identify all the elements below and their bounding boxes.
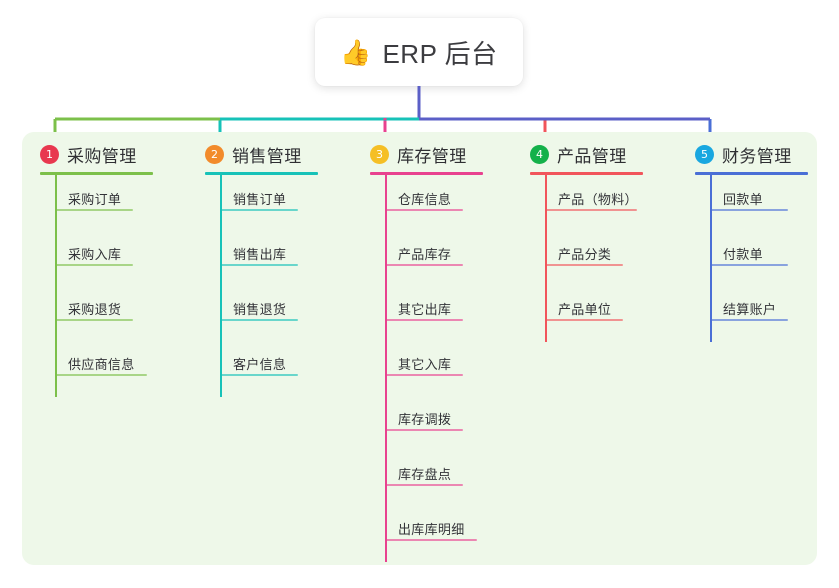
branch-item-underline bbox=[710, 319, 788, 321]
branch-item-underline bbox=[545, 319, 623, 321]
branch-item-label: 产品（物料） bbox=[558, 192, 638, 207]
branch-item-underline bbox=[220, 209, 298, 211]
branch-header[interactable]: 3 库存管理 bbox=[370, 142, 467, 167]
branch-spine bbox=[710, 175, 712, 342]
branch-number-badge: 2 bbox=[205, 145, 224, 164]
branch-item-underline bbox=[220, 319, 298, 321]
branch-item-underline bbox=[545, 264, 623, 266]
branch-item-underline bbox=[385, 484, 463, 486]
branch-number-badge: 4 bbox=[530, 145, 549, 164]
branch-number-badge: 3 bbox=[370, 145, 389, 164]
branch-header[interactable]: 4 产品管理 bbox=[530, 142, 627, 167]
branch-underline bbox=[40, 172, 153, 175]
branch-item-underline bbox=[55, 374, 147, 376]
root-node-title: ERP 后台 bbox=[382, 38, 498, 69]
root-node-content: 👍 ERP 后台 bbox=[340, 34, 497, 71]
branch-item-label: 回款单 bbox=[723, 192, 763, 207]
branch-item-label: 其它入库 bbox=[398, 357, 452, 372]
branch-item-label: 产品分类 bbox=[558, 247, 612, 262]
branch-item-label: 出库库明细 bbox=[398, 522, 465, 537]
branch-item-label: 结算账户 bbox=[723, 302, 777, 317]
branch-item-underline bbox=[385, 539, 477, 541]
branch-item-label: 销售订单 bbox=[233, 192, 287, 207]
branch-title: 销售管理 bbox=[232, 147, 302, 166]
branch-header[interactable]: 1 采购管理 bbox=[40, 142, 137, 167]
branch-item-underline bbox=[385, 429, 463, 431]
branch-item-label: 库存调拨 bbox=[398, 412, 452, 427]
branch-item-label: 销售退货 bbox=[233, 302, 287, 317]
branch-underline bbox=[695, 172, 808, 175]
branch-underline bbox=[530, 172, 643, 175]
branch-item-label: 库存盘点 bbox=[398, 467, 452, 482]
branch-title: 库存管理 bbox=[397, 147, 467, 166]
branch-item-underline bbox=[220, 374, 298, 376]
branch-underline bbox=[370, 172, 483, 175]
branch-item-underline bbox=[385, 209, 463, 211]
thumbs-up-emoji: 👍 bbox=[340, 37, 372, 67]
branch-item-underline bbox=[220, 264, 298, 266]
branch-item-label: 采购入库 bbox=[68, 247, 122, 262]
branch-item-underline bbox=[385, 319, 463, 321]
branch-item-label: 采购退货 bbox=[68, 302, 122, 317]
branch-spine bbox=[220, 175, 222, 397]
branch-item-underline bbox=[385, 264, 463, 266]
branches-panel: 1 采购管理采购订单采购入库采购退货供应商信息 2 销售管理销售订单销售出库销售退货客… bbox=[22, 132, 817, 565]
branch-item-label: 付款单 bbox=[723, 247, 763, 262]
branch-item-underline bbox=[710, 209, 788, 211]
branch-header[interactable]: 2 销售管理 bbox=[205, 142, 302, 167]
branch-item-underline bbox=[55, 319, 133, 321]
branch-item-label: 销售出库 bbox=[233, 247, 287, 262]
branch-number-badge: 1 bbox=[40, 145, 59, 164]
branch-number-badge: 5 bbox=[695, 145, 714, 164]
branch-item-label: 采购订单 bbox=[68, 192, 122, 207]
branch-item-label: 仓库信息 bbox=[398, 192, 452, 207]
branch-underline bbox=[205, 172, 318, 175]
branch-title: 产品管理 bbox=[557, 147, 627, 166]
branch-item-underline bbox=[545, 209, 637, 211]
branch-spine bbox=[545, 175, 547, 342]
root-node[interactable]: 👍 ERP 后台 bbox=[315, 18, 523, 86]
branch-title: 财务管理 bbox=[722, 147, 792, 166]
branch-item-label: 供应商信息 bbox=[68, 357, 135, 372]
branch-item-label: 客户信息 bbox=[233, 357, 287, 372]
branch-item-underline bbox=[55, 209, 133, 211]
branch-spine bbox=[55, 175, 57, 397]
branch-item-underline bbox=[55, 264, 133, 266]
branch-spine bbox=[385, 175, 387, 562]
branch-item-underline bbox=[385, 374, 463, 376]
branch-header[interactable]: 5 财务管理 bbox=[695, 142, 792, 167]
branch-item-label: 产品单位 bbox=[558, 302, 612, 317]
branch-item-label: 其它出库 bbox=[398, 302, 452, 317]
branch-item-underline bbox=[710, 264, 788, 266]
branch-title: 采购管理 bbox=[67, 147, 137, 166]
branch-item-label: 产品库存 bbox=[398, 247, 452, 262]
